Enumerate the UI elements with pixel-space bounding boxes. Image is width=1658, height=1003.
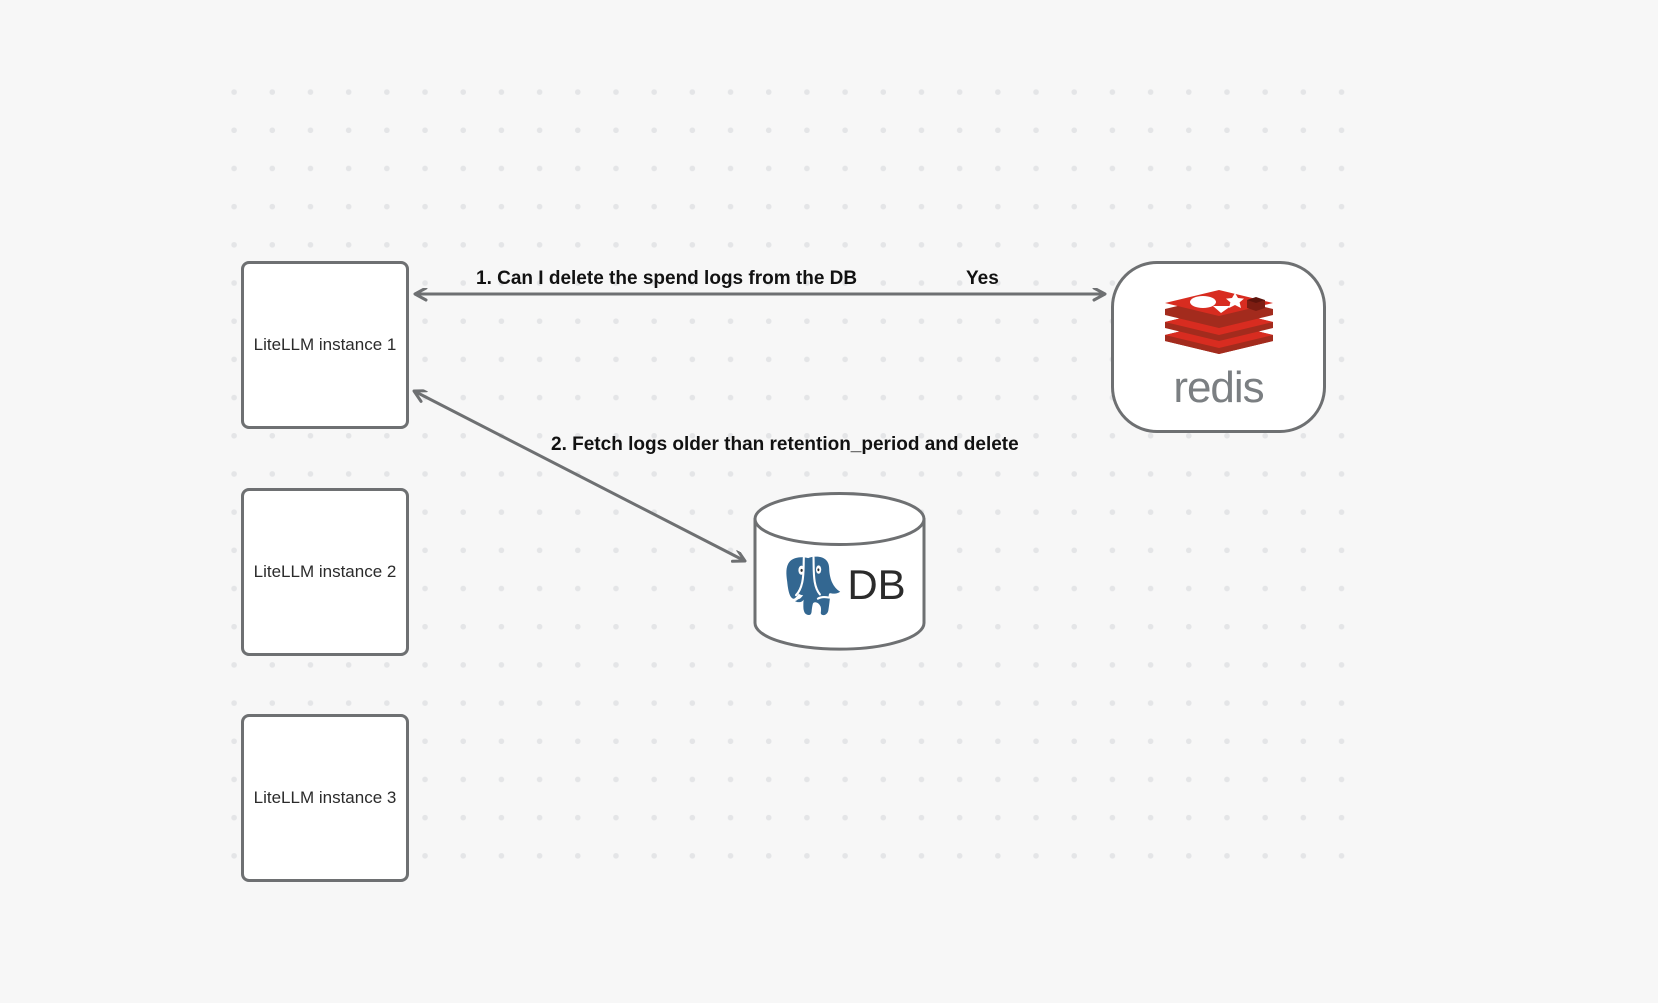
cylinder-shape — [753, 492, 926, 651]
node-litellm-instance-1-label: LiteLLM instance 1 — [253, 334, 397, 354]
node-litellm-instance-2-label: LiteLLM instance 2 — [253, 561, 397, 581]
redis-wordmark: redis — [1173, 363, 1264, 412]
postgresql-elephant-icon — [783, 553, 844, 618]
database-label: DB — [847, 561, 906, 608]
node-redis[interactable]: redis — [1111, 261, 1326, 433]
edge-label-step-1: 1. Can I delete the spend logs from the … — [476, 268, 858, 289]
node-database[interactable]: DB — [752, 491, 927, 651]
redis-logo-icon — [1164, 290, 1273, 354]
database-content: DB — [752, 491, 927, 651]
edge-litellm1-db — [414, 391, 745, 561]
node-litellm-instance-3-label: LiteLLM instance 3 — [253, 787, 397, 807]
edge-label-yes: Yes — [966, 268, 999, 289]
redis-logo-wrap: redis — [1161, 284, 1277, 410]
node-litellm-instance-2[interactable]: LiteLLM instance 2 — [241, 488, 409, 656]
edge-label-step-2: 2. Fetch logs older than retention_perio… — [551, 434, 1019, 455]
node-litellm-instance-1[interactable]: LiteLLM instance 1 — [241, 261, 409, 429]
node-litellm-instance-3[interactable]: LiteLLM instance 3 — [241, 714, 409, 882]
